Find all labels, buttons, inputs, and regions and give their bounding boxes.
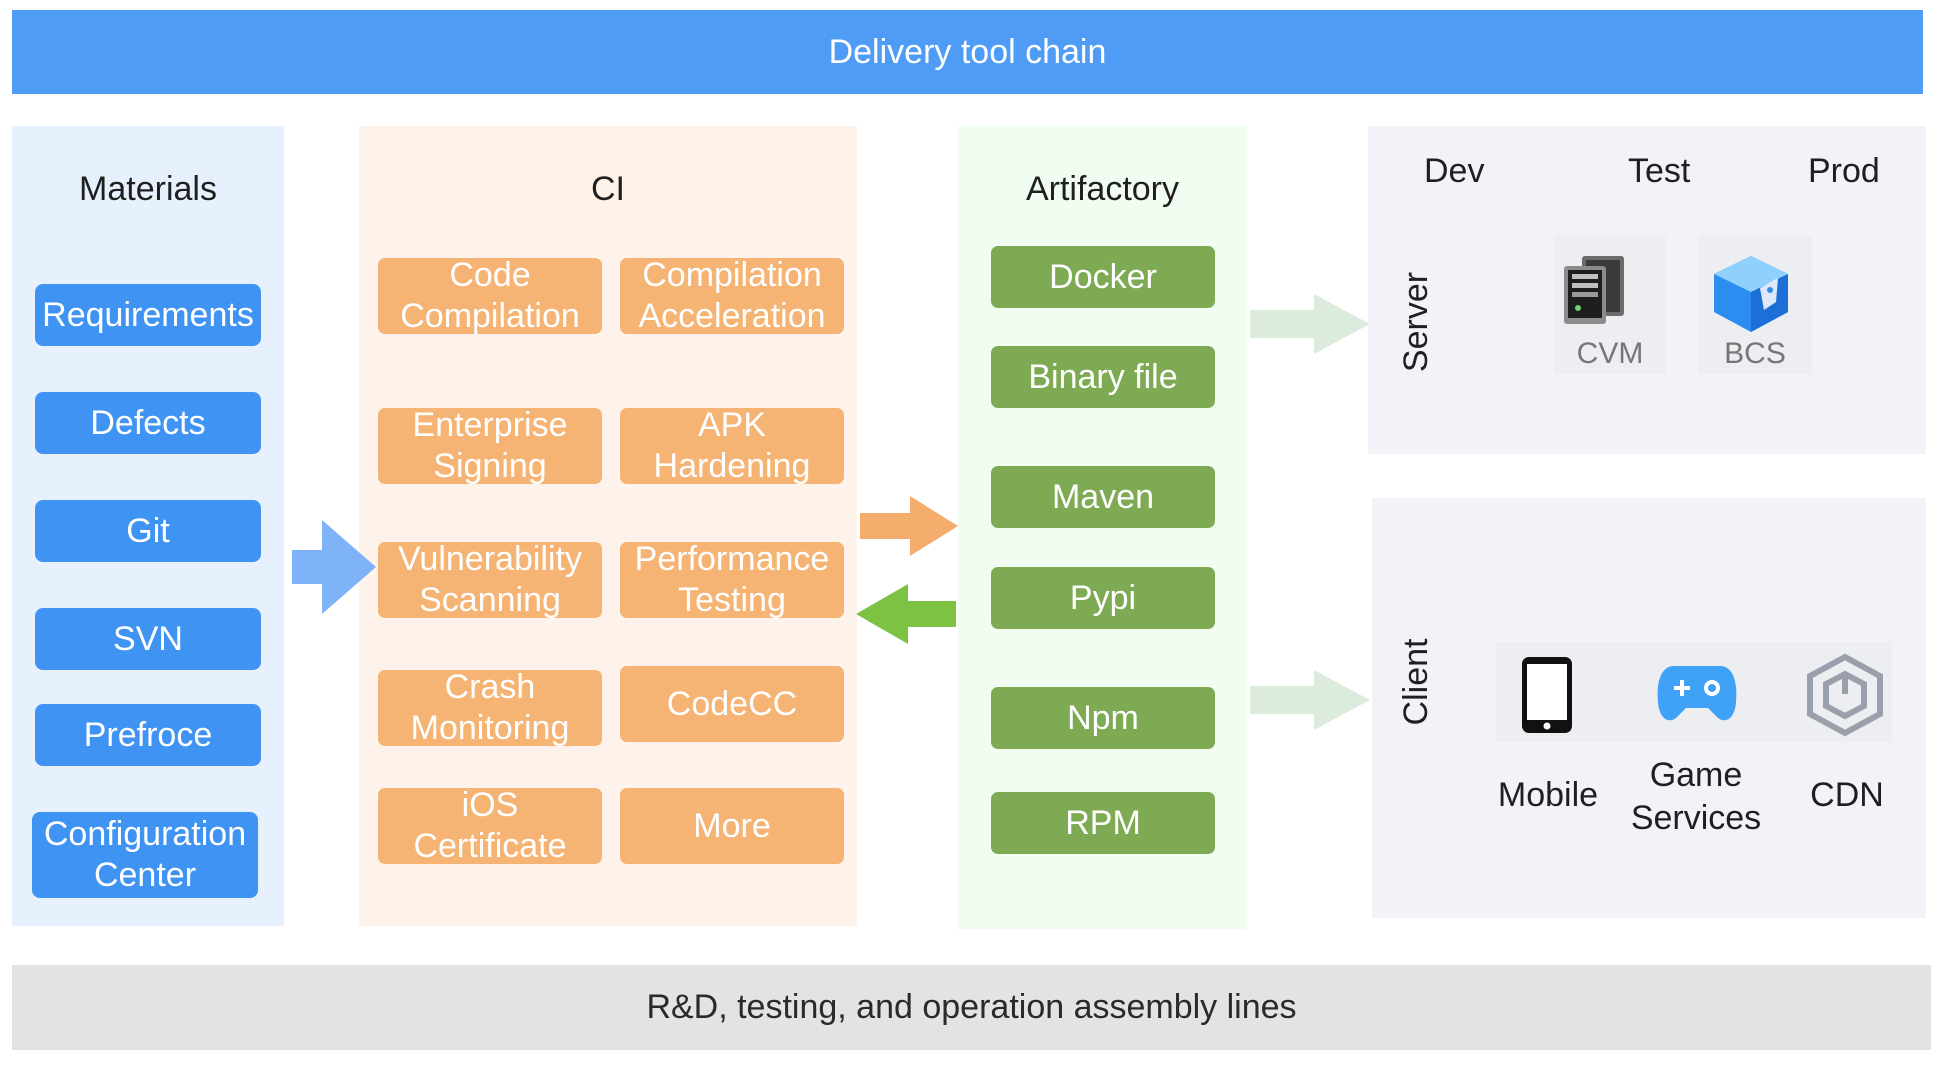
code-compilation-line1: Code (449, 256, 531, 295)
compilation-acceleration-line2: Acceleration (638, 297, 826, 335)
apk-hardening-line1: APK (697, 406, 767, 445)
rpm-button[interactable]: RPM (991, 792, 1215, 854)
client-label: Client (1396, 638, 1435, 726)
footer-title: R&D, testing, and operation assembly lin… (646, 988, 1297, 1026)
artifactory-title: Artifactory (1025, 169, 1180, 208)
artifactory-panel: Artifactory Docker Binary file Maven Pyp… (958, 126, 1247, 929)
configuration-center-button[interactable]: Configuration Center (32, 812, 258, 898)
game-services-line2: Services (1630, 798, 1762, 837)
vulnerability-scanning-line1: Vulnerability (398, 540, 582, 579)
ci-panel: CI Code Compilation Compilation Accelera… (359, 126, 857, 926)
crash-monitoring-line1: Crash (444, 668, 536, 707)
requirements-button[interactable]: Requirements (35, 284, 261, 346)
dev-label: Dev (1424, 152, 1485, 190)
ios-certificate-button[interactable]: iOS Certificate (378, 786, 602, 865)
enterprise-signing-button[interactable]: Enterprise Signing (378, 406, 602, 485)
banner-title: Delivery tool chain (828, 32, 1107, 71)
docker-button[interactable]: Docker (991, 246, 1215, 308)
npm-button[interactable]: Npm (991, 687, 1215, 749)
enterprise-signing-line2: Signing (433, 447, 547, 485)
bcs-label: BCS (1724, 337, 1786, 370)
enterprise-signing-line1: Enterprise (412, 406, 568, 445)
compilation-acceleration-line1: Compilation (642, 256, 822, 295)
apk-hardening-button[interactable]: APK Hardening (620, 406, 844, 485)
mobile-phone-icon (1522, 657, 1572, 733)
apk-hardening-line2: Hardening (653, 447, 811, 485)
artifactory-to-server-arrow (1250, 294, 1370, 354)
artifactory-to-client-arrow (1250, 670, 1370, 730)
test-label: Test (1628, 152, 1691, 190)
bcs-container-icon (1714, 256, 1788, 332)
binary-file-button[interactable]: Binary file (991, 346, 1215, 408)
crash-monitoring-button[interactable]: Crash Monitoring (378, 668, 602, 747)
compilation-acceleration-button[interactable]: Compilation Acceleration (620, 256, 844, 335)
maven-button[interactable]: Maven (991, 466, 1215, 528)
game-services-line1: Game (1649, 756, 1743, 794)
materials-to-ci-arrow (292, 520, 376, 614)
crash-monitoring-line2: Monitoring (410, 709, 570, 747)
performance-testing-line1: Performance (634, 540, 830, 579)
server-panel: Dev Test Prod Server CVM BCS (1368, 126, 1926, 454)
cvm-label: CVM (1576, 337, 1644, 370)
materials-panel: Materials Requirements Defects Git SVN P… (12, 126, 284, 926)
performance-testing-button[interactable]: Performance Testing (620, 540, 844, 619)
prefroce-button[interactable]: Prefroce (35, 704, 261, 766)
svn-button[interactable]: SVN (35, 608, 261, 670)
more-button[interactable]: More (620, 788, 844, 864)
delivery-tool-chain-banner: Delivery tool chain (12, 10, 1923, 94)
defects-button[interactable]: Defects (35, 392, 261, 454)
assembly-lines-banner: R&D, testing, and operation assembly lin… (12, 965, 1931, 1050)
artifactory-to-ci-arrow (856, 584, 956, 644)
vulnerability-scanning-line2: Scanning (419, 581, 561, 619)
code-compilation-button[interactable]: Code Compilation (378, 256, 602, 335)
codecc-button[interactable]: CodeCC (620, 666, 844, 742)
pypi-button[interactable]: Pypi (991, 567, 1215, 629)
mobile-label: Mobile (1497, 776, 1599, 814)
ci-to-artifactory-arrow (860, 496, 958, 556)
ci-title: CI (591, 169, 625, 208)
client-panel: Client Mobile Game Services CDN (1372, 498, 1926, 918)
code-compilation-line2: Compilation (400, 297, 580, 335)
server-label: Server (1396, 271, 1435, 373)
materials-title: Materials (79, 169, 217, 208)
performance-testing-line2: Testing (678, 581, 786, 619)
game-services-label: Game Services (1626, 754, 1766, 839)
cdn-label: CDN (1810, 776, 1884, 814)
git-button[interactable]: Git (35, 500, 261, 562)
cdn-hexagon-icon (1807, 653, 1883, 737)
ios-certificate-line2: Certificate (413, 827, 567, 865)
vulnerability-scanning-button[interactable]: Vulnerability Scanning (378, 540, 602, 619)
cvm-server-icon (1564, 256, 1624, 324)
prod-label: Prod (1808, 152, 1880, 190)
ios-certificate-line1: iOS (461, 786, 519, 825)
configuration-center-line1: Configuration (43, 815, 247, 854)
game-controller-icon (1657, 666, 1737, 721)
configuration-center-line2: Center (93, 856, 197, 894)
